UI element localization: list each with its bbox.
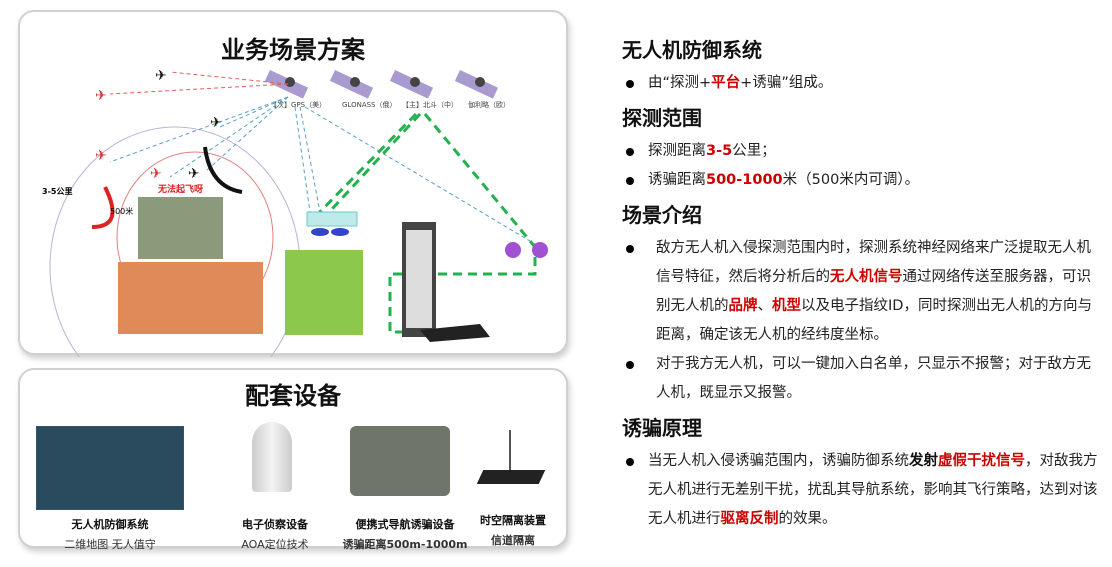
label-no-takeoff: 无法起飞呀 bbox=[157, 183, 203, 195]
bullet-detect-range: 探测距离3-5公里； bbox=[622, 137, 1102, 166]
drone-icons: ✈ ✈ ✈ ✈ ✈ ✈ bbox=[95, 68, 222, 182]
svg-text:✈: ✈ bbox=[210, 115, 222, 131]
label-beidou: 【主】北斗（中） bbox=[402, 100, 458, 109]
equipment-card: 配套设备 无人机防御系统二维地图 无人值守 电子侦察设备 AOA定位技术 便携式导… bbox=[18, 368, 568, 551]
equipment-name: 无人机防御系统 bbox=[71, 518, 149, 531]
equipment-name: 便携式导航诱骗设备 bbox=[355, 518, 455, 531]
aoa-antenna-image bbox=[252, 422, 292, 492]
scenario-card: 业务场景方案 【次】GPS（美） GLONASS（俄） 【主】北斗（中） 伽利略… bbox=[18, 10, 568, 357]
equipment-sub: 信道隔离 bbox=[491, 534, 535, 547]
equipment-sub: 二维地图 无人值守 bbox=[64, 538, 156, 551]
heading-system: 无人机防御系统 bbox=[622, 38, 762, 62]
heading-deception: 诱骗原理 bbox=[622, 416, 702, 440]
field-photo bbox=[138, 197, 223, 259]
label-range-inner: 500米 bbox=[110, 206, 133, 216]
antenna-icon bbox=[505, 242, 521, 258]
equipment-title: 配套设备 bbox=[245, 382, 341, 410]
office-building bbox=[118, 262, 263, 334]
bullet-composition: 由“探测+平台+诱骗”组成。 bbox=[622, 69, 1102, 98]
bullet-scenario-whitelist: 对于我方无人机，可以一键加入白名单，只显示不报警；对于敌方无人机，既显示又报警。 bbox=[622, 350, 1102, 408]
svg-text:✈: ✈ bbox=[150, 166, 162, 182]
portable-case-image bbox=[350, 426, 450, 496]
green-building bbox=[285, 250, 363, 335]
defense-system-screenshot bbox=[36, 426, 184, 510]
bullet-deceive-range: 诱骗距离500-1000米（500米内可调）。 bbox=[622, 166, 1102, 195]
scenario-title: 业务场景方案 bbox=[221, 36, 365, 64]
equipment-name: 时空隔离装置 bbox=[480, 514, 546, 527]
isolation-device-image bbox=[476, 470, 546, 484]
svg-text:✈: ✈ bbox=[188, 166, 200, 182]
equipment-name: 电子侦察设备 bbox=[242, 518, 308, 531]
svg-text:✈: ✈ bbox=[95, 148, 107, 164]
heading-scenario: 场景介绍 bbox=[622, 203, 702, 227]
label-range-outer: 3-5公里 bbox=[42, 187, 72, 196]
scenario-diagram: 【次】GPS（美） GLONASS（俄） 【主】北斗（中） 伽利略（欧） ✈✈✈… bbox=[42, 68, 548, 357]
svg-text:✈: ✈ bbox=[95, 88, 107, 104]
bullet-scenario-enemy: 敌方无人机入侵探测范围内时，探测系统神经网络来广泛提取无人机信号特征，然后将分析… bbox=[622, 234, 1102, 350]
equipment-sub: AOA定位技术 bbox=[241, 538, 309, 551]
equipment-sub: 诱骗距离500m-1000m bbox=[342, 538, 468, 551]
description-panel: 无人机防御系统 由“探测+平台+诱骗”组成。 探测范围 探测距离3-5公里； 诱… bbox=[622, 30, 1102, 534]
label-gps: 【次】GPS（美） bbox=[270, 100, 326, 109]
heading-range: 探测范围 bbox=[622, 106, 702, 130]
svg-text:✈: ✈ bbox=[155, 68, 167, 84]
label-galileo: 伽利略（欧） bbox=[468, 100, 510, 109]
satellite-icons bbox=[264, 70, 499, 99]
label-glonass: GLONASS（俄） bbox=[342, 100, 397, 109]
bullet-deception: 当无人机入侵诱骗范围内，诱骗防御系统发射虚假干扰信号，对敌我方无人机进行无差别干… bbox=[622, 447, 1102, 534]
